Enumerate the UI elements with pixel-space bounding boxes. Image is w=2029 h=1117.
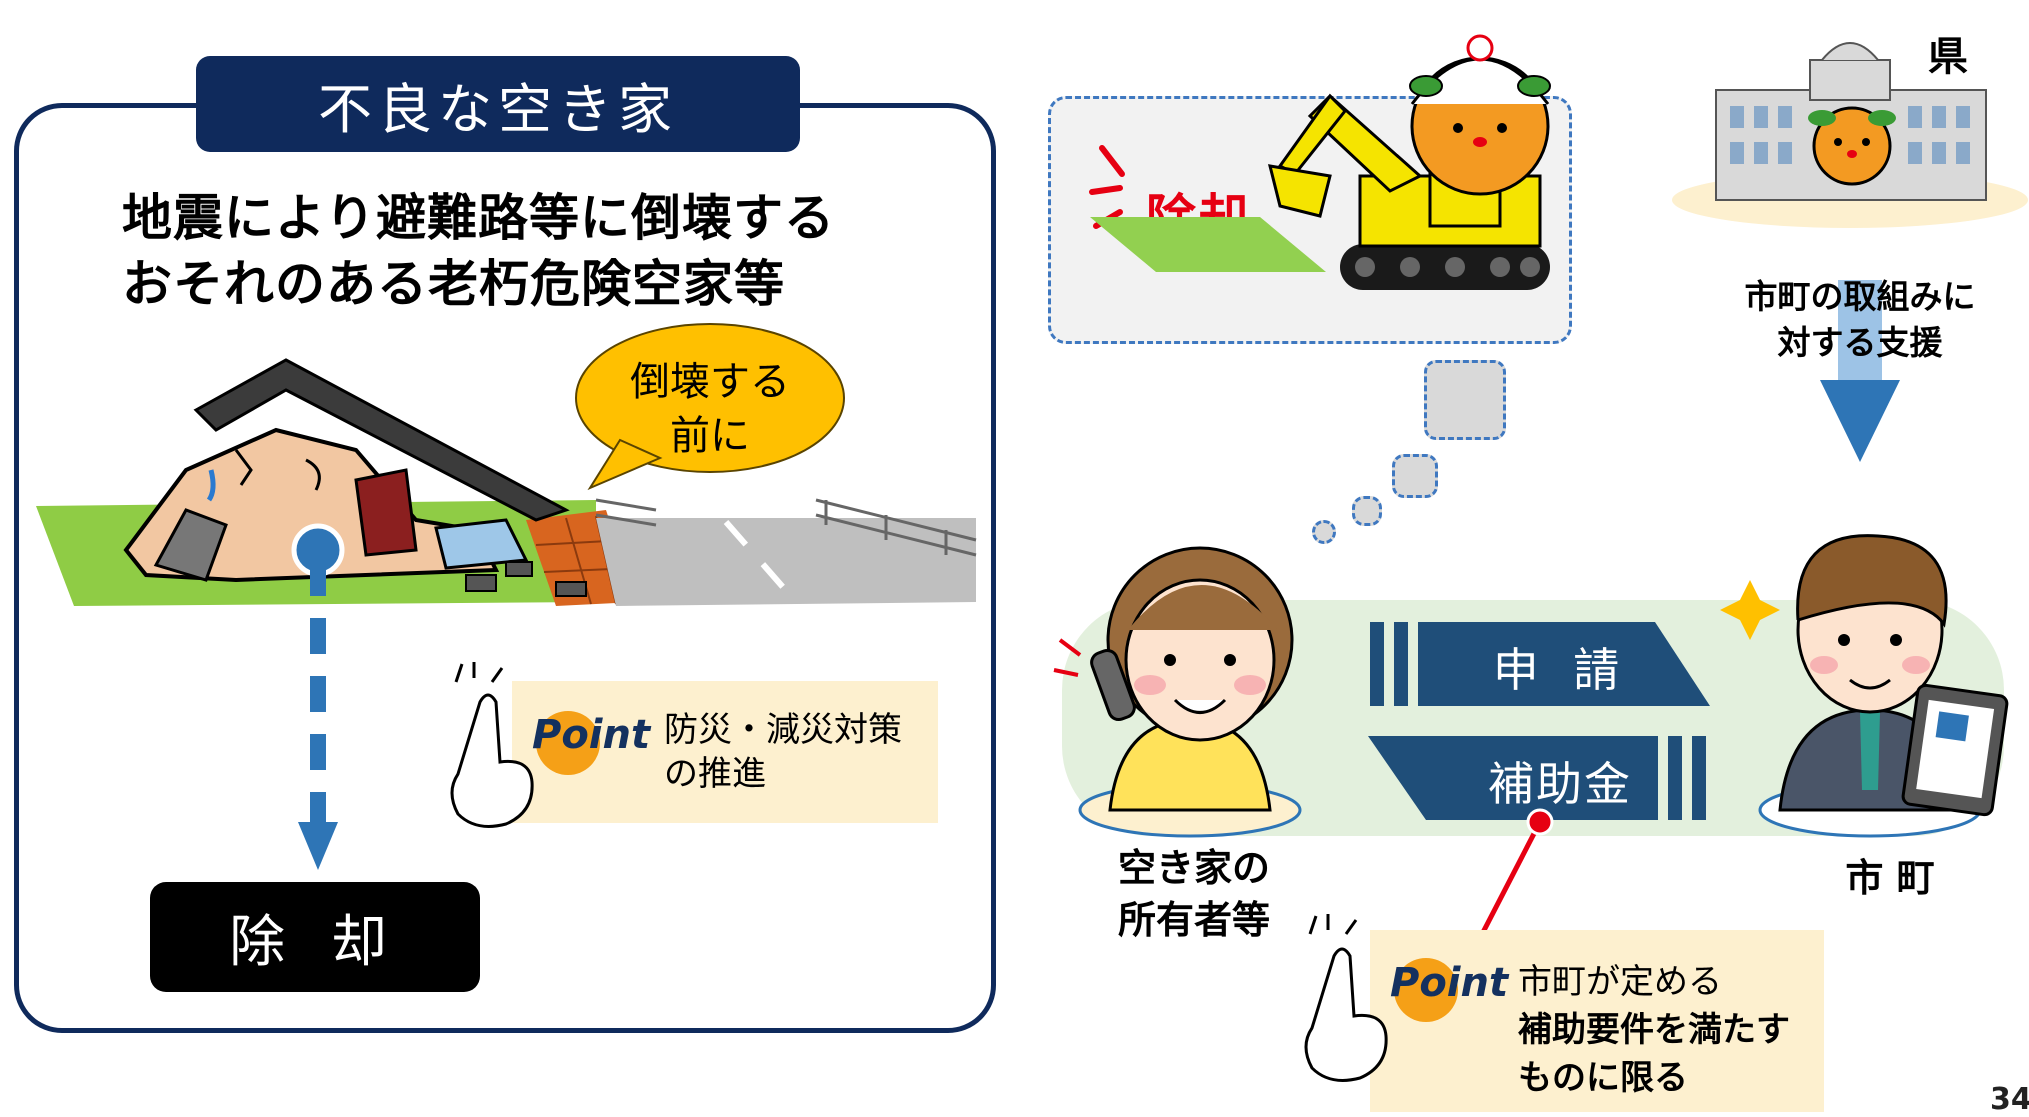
support-line-1: 市町の取組みに <box>1744 277 1976 316</box>
point-right-line-1: 市町が定める <box>1518 962 1722 1002</box>
pointing-hand-icon <box>1304 914 1388 1082</box>
point-label-left: Point <box>532 712 651 758</box>
point-right-line-2: 補助要件を満たす <box>1518 1010 1790 1050</box>
subsidy-arrow <box>1368 736 1706 820</box>
municipality-person-illustration <box>1720 534 2009 838</box>
prefecture-label: 県 <box>1928 34 1968 80</box>
thought-cloud-1 <box>1424 360 1506 440</box>
subsidy-label: 補助金 <box>1488 757 1632 811</box>
application-arrow <box>1370 622 1710 706</box>
thought-cloud-2 <box>1392 454 1438 498</box>
page-number: 34 <box>1990 1082 2029 1117</box>
point-right-line-3: ものに限る <box>1518 1058 1688 1098</box>
headline-line-2: おそれのある老朽危険空家等 <box>122 255 785 313</box>
collapsed-house-illustration <box>36 358 977 606</box>
prefecture-building-illustration <box>1672 42 2028 228</box>
point-connector-line <box>1475 808 1554 944</box>
point-left-line-2: の推進 <box>664 754 766 794</box>
excavator-mascot-illustration <box>1090 34 1551 290</box>
owner-label: 空き家の 所有者等 <box>1104 842 1284 946</box>
point-label-right: Point <box>1390 960 1509 1006</box>
support-down-arrow <box>1820 280 1900 462</box>
bubble-text: 倒壊する 前に <box>590 355 830 463</box>
point-left-line-1: 防災・減災対策 <box>664 710 902 750</box>
support-text: 市町の取組みに 対する支援 <box>1720 274 2000 366</box>
dashed-down-arrow <box>298 560 338 870</box>
headline-line-1: 地震により避難路等に倒壊する <box>122 189 835 247</box>
thought-cloud-3 <box>1352 496 1382 526</box>
bubble-line-1: 倒壊する <box>630 359 790 405</box>
municipality-label: 市 町 <box>1845 856 1935 900</box>
pointing-hand-icon <box>450 662 534 828</box>
removal-box: 除 却 <box>150 882 480 992</box>
point-badge-circle <box>1394 958 1458 1022</box>
application-label: 申 請 <box>1492 643 1630 697</box>
owner-label-line-2: 所有者等 <box>1117 898 1270 942</box>
warning-speech-bubble <box>575 323 845 491</box>
thought-cloud-4 <box>1312 520 1336 544</box>
point-badge-circle <box>536 711 600 775</box>
point-box-right <box>1370 930 1824 1112</box>
support-line-2: 対する支援 <box>1777 323 1943 362</box>
bubble-line-2: 前に <box>670 413 750 459</box>
point-text-left: 防災・減災対策 の推進 <box>664 708 902 796</box>
panel-title: 不良な空き家 <box>196 56 800 152</box>
owner-person-illustration <box>1053 546 1302 838</box>
point-text-right: 市町が定める 補助要件を満たす ものに限る <box>1518 958 1790 1102</box>
owner-label-line-1: 空き家の <box>1117 846 1270 890</box>
